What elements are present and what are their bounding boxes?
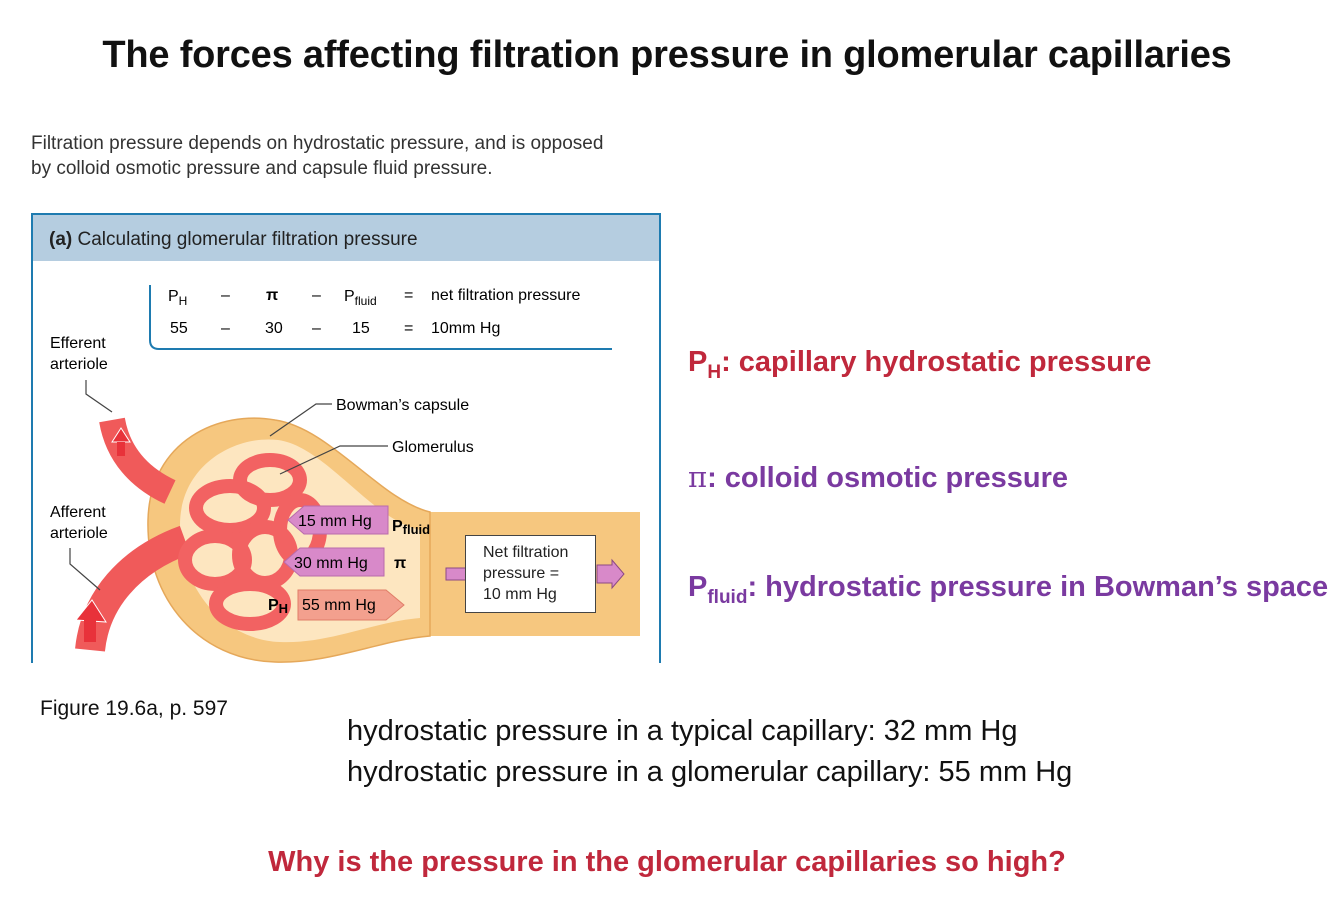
def-ph-symbol: P bbox=[688, 346, 708, 378]
figure-reference: Figure 19.6a, p. 597 bbox=[40, 697, 228, 720]
net-box-line3: 10 mm Hg bbox=[483, 586, 557, 603]
slide-title: The forces affecting filtration pressure… bbox=[102, 34, 1232, 76]
panel-heading: (a) Calculating glomerular filtration pr… bbox=[33, 215, 659, 261]
def-pi-symbol: π bbox=[688, 460, 708, 494]
note-typical-capillary: hydrostatic pressure in a typical capill… bbox=[347, 715, 1018, 747]
definition-ph: PH: capillary hydrostatic pressure bbox=[688, 346, 1151, 384]
def-pi-text: : colloid osmotic pressure bbox=[707, 462, 1069, 494]
figure-caption: Filtration pressure depends on hydrostat… bbox=[31, 133, 604, 179]
note-glomerular-capillary: hydrostatic pressure in a glomerular cap… bbox=[347, 756, 1073, 788]
definition-pfluid: Pfluid: hydrostatic pressure in Bowman’s… bbox=[688, 571, 1328, 609]
question: Why is the pressure in the glomerular ca… bbox=[268, 846, 1066, 878]
net-box-line2: pressure = bbox=[483, 565, 560, 582]
def-pf-symbol: P bbox=[688, 571, 708, 603]
def-ph-subscript: H bbox=[707, 361, 722, 383]
net-box-line1: Net filtration bbox=[483, 544, 569, 561]
def-ph-text: : capillary hydrostatic pressure bbox=[721, 346, 1152, 378]
definition-pi: π: colloid osmotic pressure bbox=[688, 460, 1068, 495]
panel-letter: (a) bbox=[49, 229, 73, 250]
def-pf-subscript: fluid bbox=[707, 586, 748, 608]
net-filtration-box: Net filtration pressure = 10 mm Hg bbox=[465, 535, 596, 613]
panel-heading-text: Calculating glomerular filtration pressu… bbox=[77, 229, 418, 250]
def-pf-text: : hydrostatic pressure in Bowman’s space bbox=[747, 571, 1329, 603]
